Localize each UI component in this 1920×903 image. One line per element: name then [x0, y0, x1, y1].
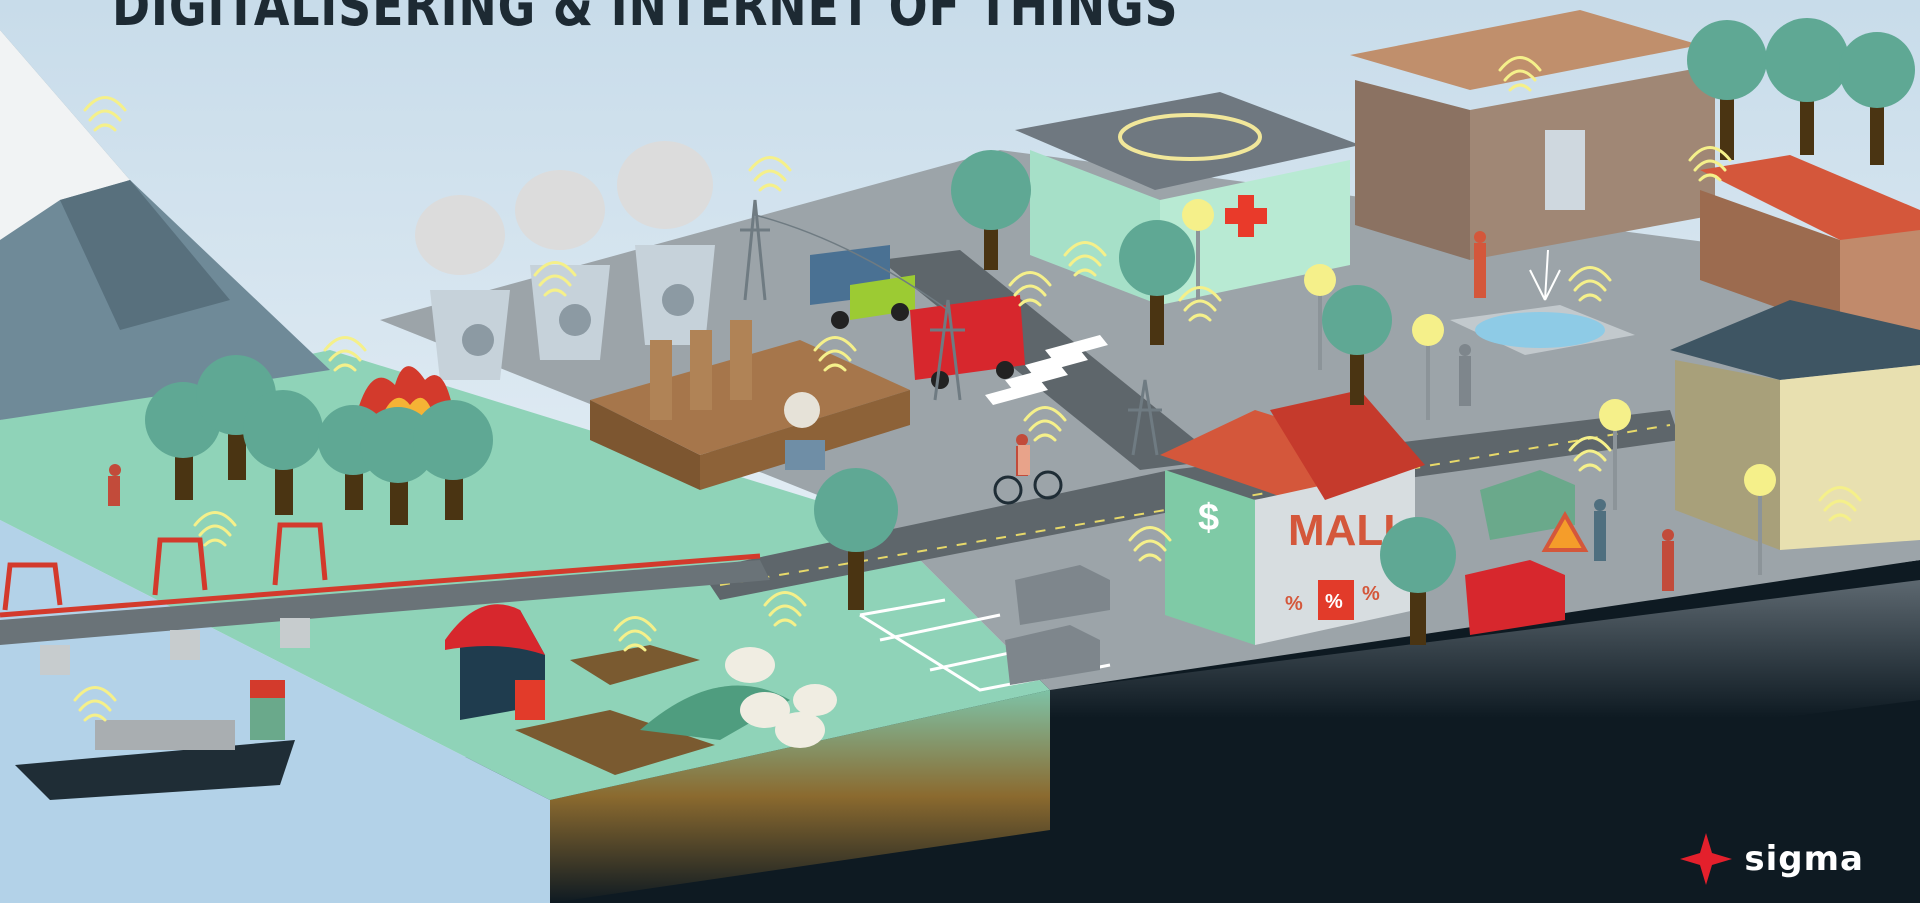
sheep [725, 647, 837, 748]
mountain-shade [60, 180, 230, 330]
ground-cross-section-right [1050, 580, 1920, 810]
cargo-ship [15, 680, 295, 800]
truck [810, 245, 915, 329]
nuclear-power-plant [415, 141, 715, 380]
cyclist [993, 445, 1063, 505]
barn [445, 604, 545, 720]
street-cars [1465, 470, 1575, 635]
sigma-logo: sigma [1678, 831, 1864, 887]
wifi-signal-icons [73, 56, 1862, 722]
residential-buildings [1670, 300, 1920, 550]
school [1350, 10, 1715, 260]
mall-percent-left: % [1285, 593, 1303, 615]
warning-sign [1541, 510, 1589, 552]
fountain [1450, 249, 1635, 355]
sigma-wordmark: sigma [1744, 839, 1864, 879]
forest [145, 355, 493, 525]
street-lamps [1182, 199, 1776, 575]
city-trees [814, 18, 1915, 645]
mall-percent-right: % [1362, 583, 1380, 605]
hospital [1015, 92, 1360, 305]
mountain-snow [0, 30, 130, 240]
power-line-towers [740, 199, 1162, 456]
bank-symbol: $ [1198, 497, 1219, 539]
factory [590, 320, 910, 490]
parked-cars [1005, 565, 1110, 685]
courthouse [1700, 155, 1920, 350]
crosswalk [985, 335, 1108, 405]
ground-cross-section-soil [550, 690, 1050, 903]
red-van [910, 295, 1025, 389]
mall-bag-percent: % [1325, 591, 1343, 613]
bridge [0, 522, 770, 675]
sigma-star-icon [1680, 833, 1733, 885]
page-title: DIGITALISERING & INTERNET OF THINGS [112, 0, 1179, 39]
